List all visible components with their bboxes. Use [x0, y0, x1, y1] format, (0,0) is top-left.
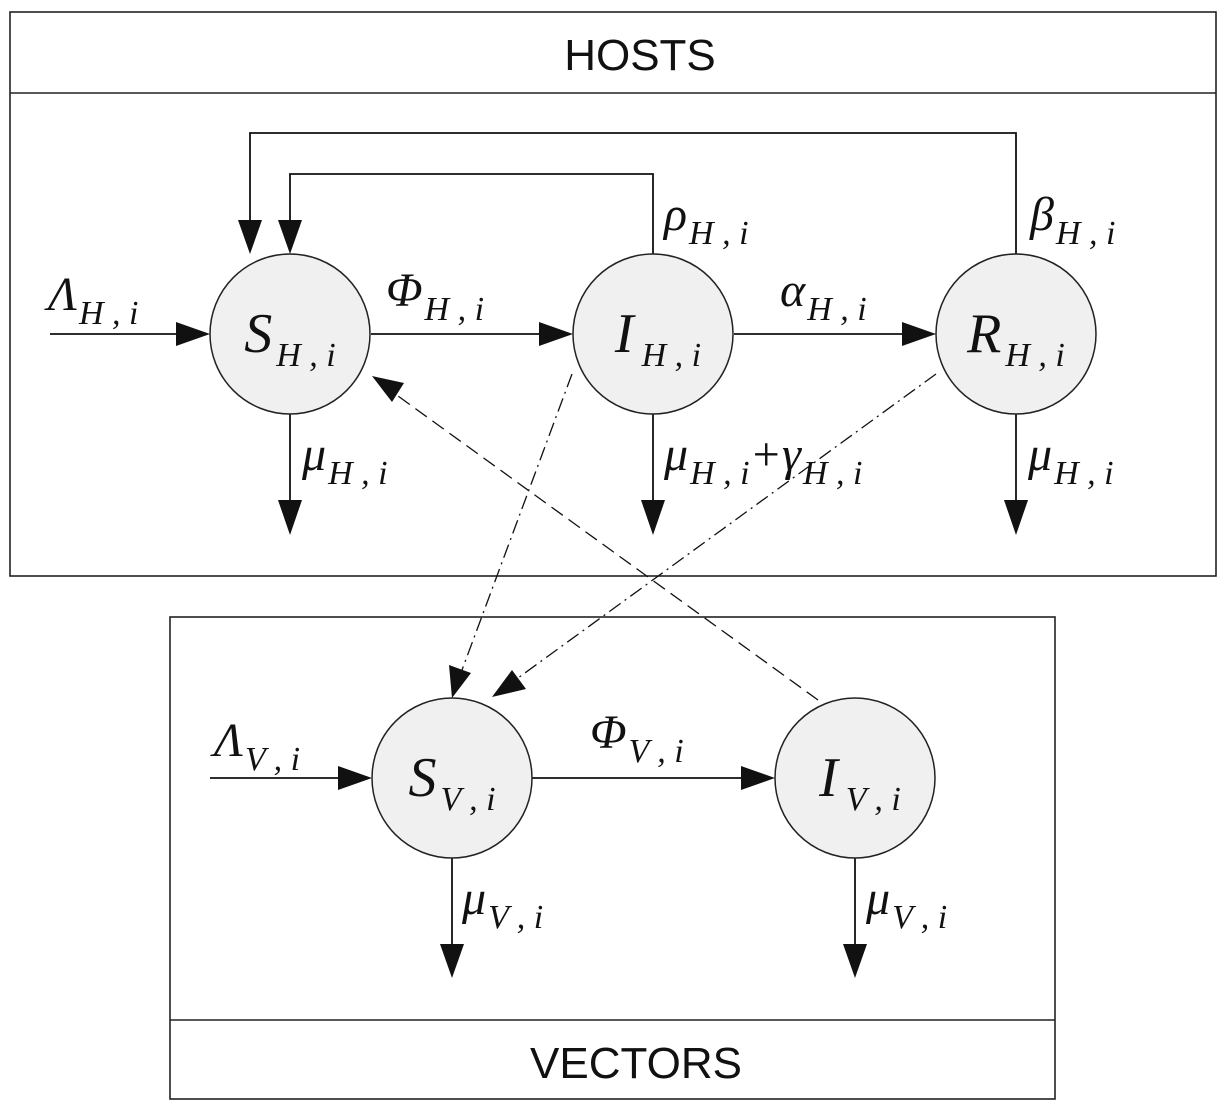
beta-h-subscript: H , i	[1055, 215, 1116, 252]
i-h-symbol: I	[614, 303, 636, 365]
rho-h-arrowhead	[278, 220, 302, 254]
svg-text:IH , i: IH , i	[614, 303, 701, 374]
s-h-circle	[209, 253, 371, 415]
phi-v-label: ΦV , i	[590, 706, 684, 770]
iv-to-sh-arrowhead	[372, 376, 404, 402]
vector-flows	[210, 766, 867, 978]
mu-i-h-arrowhead	[641, 500, 665, 535]
mu-s-v-subscript: V , i	[488, 899, 543, 936]
mu-r-h-symbol: μ	[1027, 428, 1052, 481]
lambda-v-arrowhead	[338, 766, 372, 790]
rho-h-subscript: H , i	[688, 215, 749, 252]
beta-h-return-line	[249, 132, 1017, 255]
phi-v-arrowhead	[741, 766, 775, 790]
rh-to-sv-dashdot-line	[517, 373, 937, 679]
s-v-subscript: V , i	[440, 781, 495, 818]
svg-text:IV , i: IV , i	[818, 747, 901, 818]
phi-v-symbol: Φ	[590, 706, 627, 759]
mu-s-v-symbol: μ	[461, 872, 486, 925]
mu-s-h-label: μH , i	[301, 428, 388, 492]
i-v-circle	[774, 697, 936, 859]
s-h-symbol: S	[244, 303, 272, 365]
mu-s-v-label: μV , i	[461, 872, 543, 936]
mu-r-h-label: μH , i	[1027, 428, 1114, 492]
mu-r-h-arrowhead	[1004, 500, 1028, 535]
beta-h-arrowhead	[238, 220, 262, 254]
hosts-frame	[9, 11, 1217, 577]
beta-h-label: βH , i	[1029, 188, 1115, 252]
alpha-h-arrowhead	[902, 322, 936, 346]
mu-s-h-symbol: μ	[301, 428, 326, 481]
i-v-subscript: V , i	[846, 781, 901, 818]
lambda-h-subscript: H , i	[78, 295, 139, 332]
mu-s-v-arrowhead	[440, 944, 464, 978]
rho-h-symbol: ρ	[662, 188, 687, 241]
hosts-title: HOSTS	[564, 31, 716, 80]
i-h-circle	[572, 253, 734, 415]
alpha-h-symbol: α	[780, 264, 806, 317]
lambda-v-subscript: V , i	[245, 741, 300, 778]
mu-i-h-subscript: H , i	[689, 455, 750, 492]
mu-i-v-arrowhead	[843, 944, 867, 978]
phi-h-subscript: H , i	[424, 291, 485, 328]
mu-s-h-subscript: H , i	[327, 455, 388, 492]
svg-text:SH , i: SH , i	[244, 303, 336, 374]
s-h-subscript: H , i	[275, 337, 336, 374]
mu-i-v-subscript: V , i	[892, 899, 947, 936]
r-h-subscript: H , i	[1004, 337, 1065, 374]
lambda-h-arrowhead	[176, 322, 210, 346]
svg-text:RH , i: RH , i	[966, 303, 1065, 374]
lambda-v-label: ΛV , i	[210, 714, 300, 778]
alpha-h-subscript: H , i	[806, 291, 867, 328]
ih-to-sv-dashdot-line	[461, 373, 573, 671]
alpha-h-label: αH , i	[780, 264, 867, 328]
rh-to-sv-arrowhead	[492, 670, 526, 697]
phi-h-label: ΦH , i	[386, 264, 484, 328]
host-flows	[50, 132, 1028, 535]
lambda-h-label: ΛH , i	[44, 268, 139, 332]
transmission-links	[372, 373, 937, 701]
lambda-h-symbol: Λ	[44, 268, 77, 321]
vectors-panel: VECTORS	[169, 616, 1056, 1100]
mu-i-h-symbol: μ	[663, 428, 688, 481]
lambda-v-symbol: Λ	[210, 714, 243, 767]
s-v-symbol: S	[408, 747, 436, 809]
hosts-panel: HOSTS	[9, 11, 1217, 577]
beta-h-symbol: β	[1029, 188, 1054, 241]
vectors-title: VECTORS	[530, 1039, 742, 1088]
r-h-symbol: R	[966, 303, 1001, 365]
rho-h-return-line	[289, 173, 654, 255]
mu-i-h-label: μH , i+γH , i	[663, 428, 862, 492]
s-v-circle	[371, 697, 533, 859]
mu-s-h-arrowhead	[278, 500, 302, 535]
phi-v-subscript: V , i	[629, 733, 684, 770]
gamma-h-symbol: γ	[782, 428, 802, 481]
mu-i-h-plus: +	[750, 428, 782, 481]
svg-text:SV , i: SV , i	[408, 747, 495, 818]
mu-i-v-symbol: μ	[865, 872, 890, 925]
phi-h-arrowhead	[539, 322, 573, 346]
gamma-h-subscript: H , i	[802, 455, 863, 492]
r-h-circle	[935, 253, 1097, 415]
ih-to-sv-arrowhead	[449, 665, 471, 698]
rho-h-label: ρH , i	[662, 188, 749, 252]
mu-r-h-subscript: H , i	[1053, 455, 1114, 492]
mu-i-v-label: μV , i	[865, 872, 947, 936]
iv-to-sh-dashed-line	[397, 395, 819, 701]
i-v-symbol: I	[818, 747, 840, 809]
vectors-frame	[169, 616, 1056, 1100]
i-h-subscript: H , i	[641, 337, 702, 374]
phi-h-symbol: Φ	[386, 264, 423, 317]
